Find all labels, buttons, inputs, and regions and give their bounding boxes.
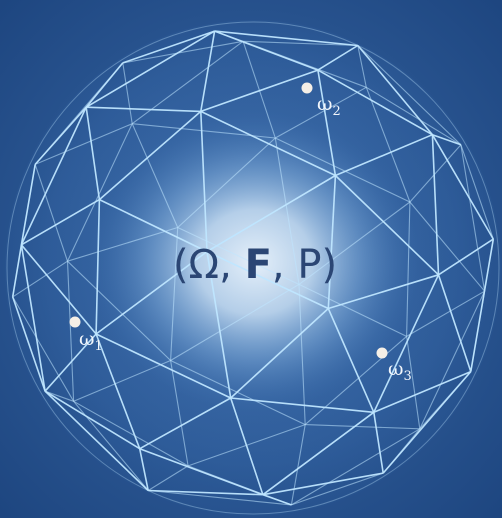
outcome-index: 2 [333,104,341,119]
outcome-dot [302,83,313,94]
title-sigma-algebra: F [245,242,272,288]
title-close: , P) [272,242,337,288]
outcome-symbol: ω [79,328,95,350]
outcome-dot [70,317,81,328]
title-open: (Ω, [173,242,245,288]
outcome-symbol: ω [317,93,333,115]
diagram-title: (Ω, F, P) [173,242,337,288]
outcome-dot [377,348,388,359]
outcome-index: 3 [404,369,412,384]
outcome-symbol: ω [388,358,404,380]
outcome-index: 1 [95,339,103,354]
svg-text:(Ω, F, P): (Ω, F, P) [173,242,337,288]
